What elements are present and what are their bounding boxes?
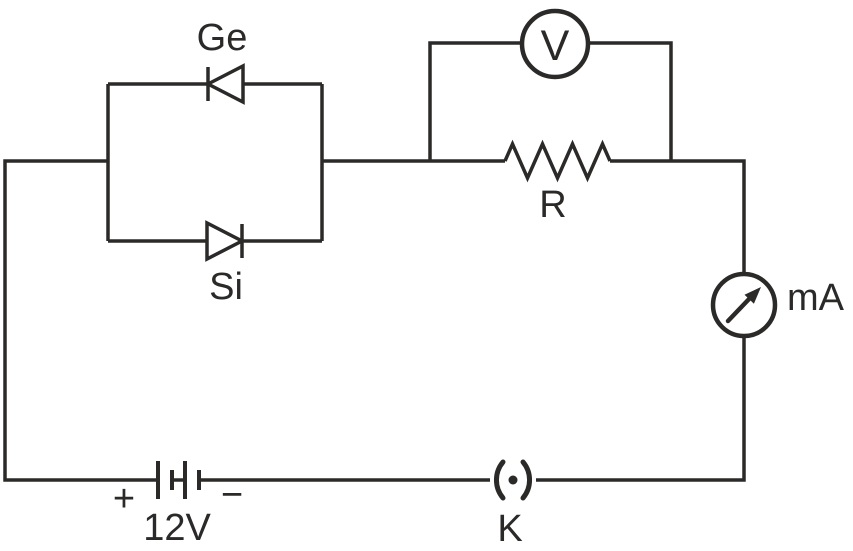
key-left-arc	[494, 459, 506, 501]
voltmeter-label: V	[541, 22, 570, 70]
key-right-arc	[520, 459, 532, 501]
milliammeter-symbol	[710, 271, 778, 339]
battery-voltage-label: 12V	[143, 507, 211, 549]
si-diode	[108, 220, 322, 262]
ge-diode-label: Ge	[197, 17, 248, 59]
meter-needle-arrowhead-icon	[744, 287, 761, 304]
ge-diode	[108, 63, 322, 105]
circuit-artwork	[3, 8, 778, 501]
battery-symbol	[156, 461, 201, 499]
si-diode-label: Si	[209, 266, 243, 308]
battery-positive-label: +	[113, 478, 135, 520]
voltmeter-wire-right	[588, 41, 673, 161]
voltmeter-wire-left	[428, 41, 522, 161]
battery-negative-label: −	[221, 474, 243, 516]
wire-right-upper	[610, 159, 746, 273]
si-diode-triangle	[205, 220, 246, 262]
filled-details	[508, 287, 761, 485]
meter-needle-icon	[725, 295, 753, 324]
voltmeter-branch	[428, 8, 673, 161]
key-dot-icon	[508, 475, 518, 485]
wire-bottom-right	[536, 337, 746, 482]
key-switch-label: K	[497, 508, 522, 550]
key-switch	[494, 459, 532, 501]
resistor-symbol	[503, 139, 612, 183]
resistor-label: R	[539, 184, 566, 226]
milliammeter-label: mA	[787, 277, 845, 319]
diode-parallel-box	[106, 63, 324, 262]
labels: Ge Si V R mA + − 12V K	[113, 17, 845, 550]
wire-left-and-bottom	[3, 159, 156, 482]
milliammeter-dial	[710, 271, 778, 339]
